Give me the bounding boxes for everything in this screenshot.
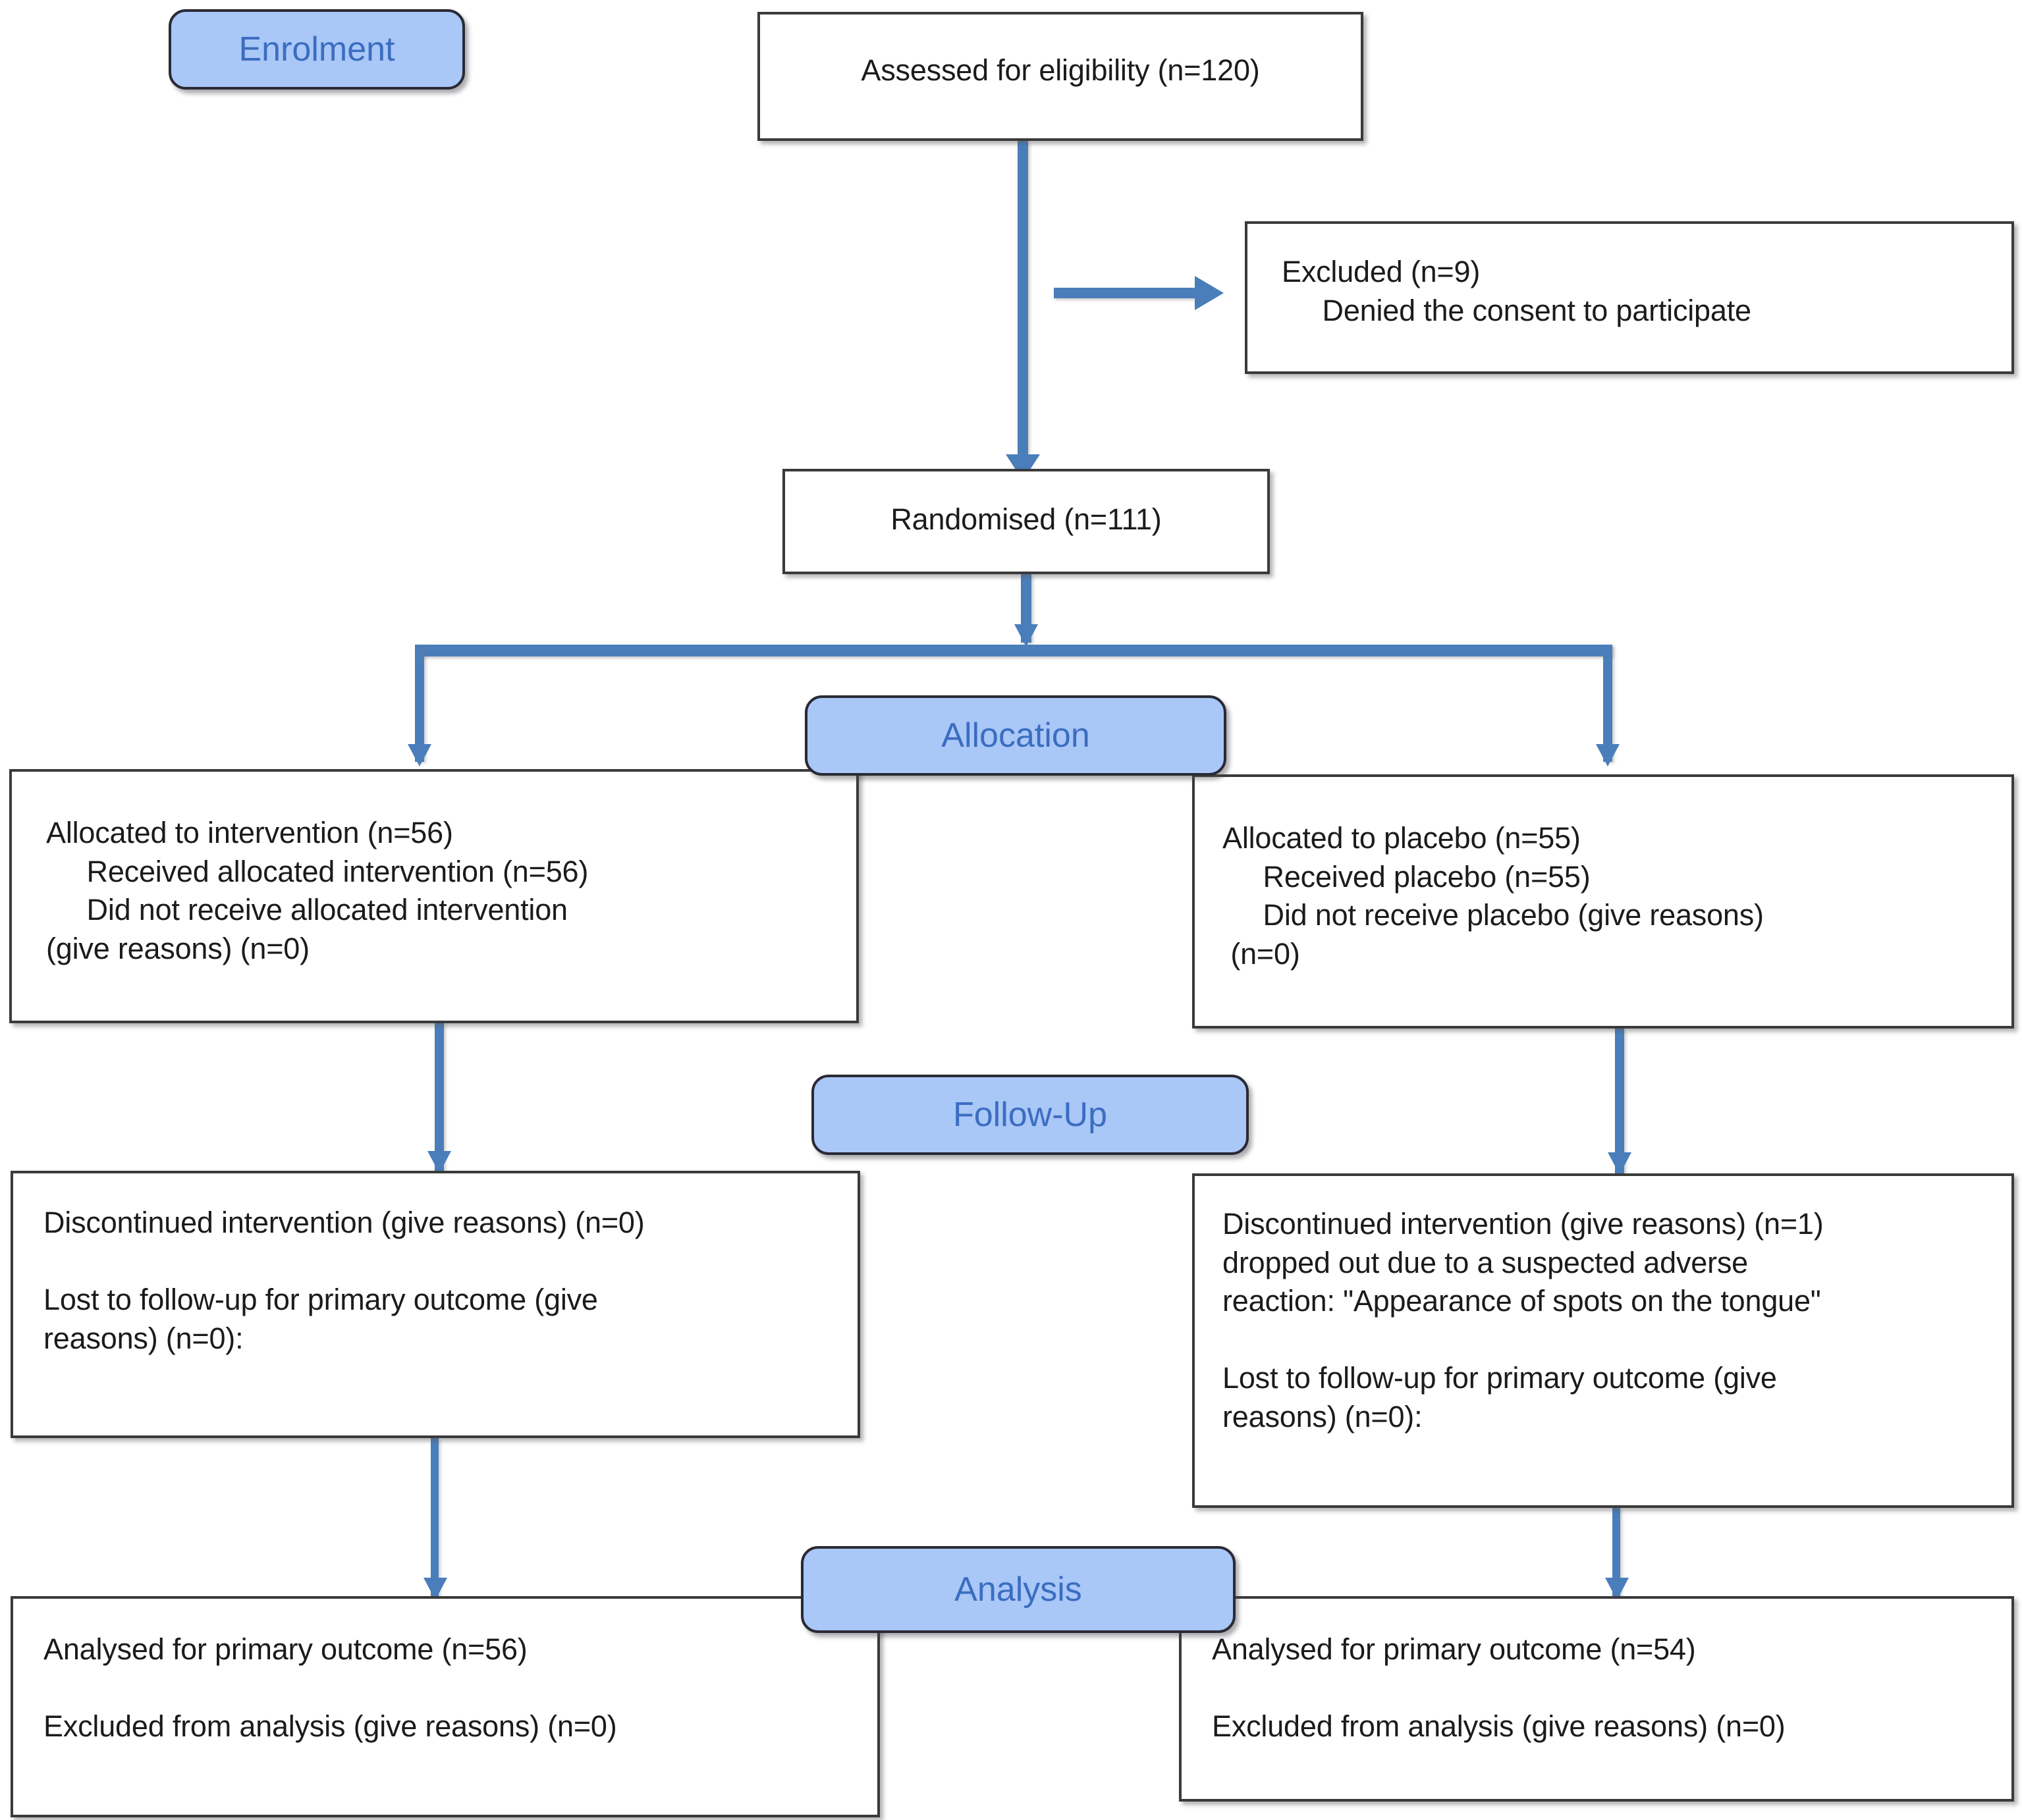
connector-split-bar bbox=[415, 645, 1612, 656]
connector-alloc-right-to-followup bbox=[1615, 1029, 1624, 1176]
arrowhead-to-excluded bbox=[1195, 276, 1224, 310]
node-allocated-placebo-text: Allocated to placebo (n=55) Received pla… bbox=[1222, 821, 1764, 971]
node-randomised-text: Randomised (n=111) bbox=[890, 502, 1162, 536]
arrowhead-alloc-right-to-followup bbox=[1608, 1152, 1631, 1175]
node-followup-placebo: Discontinued intervention (give reasons)… bbox=[1192, 1173, 2014, 1508]
node-allocated-intervention-text: Allocated to intervention (n=56) Receive… bbox=[46, 816, 589, 965]
node-followup-placebo-text: Discontinued intervention (give reasons)… bbox=[1222, 1207, 1824, 1433]
node-excluded: Excluded (n=9) Denied the consent to par… bbox=[1245, 221, 2014, 374]
arrowhead-split-right bbox=[1596, 744, 1620, 766]
node-excluded-text: Excluded (n=9) Denied the consent to par… bbox=[1282, 255, 1751, 327]
stage-label-followup: Follow-Up bbox=[811, 1075, 1249, 1155]
node-analysis-intervention-text: Analysed for primary outcome (n=56) Excl… bbox=[43, 1632, 617, 1743]
stage-label-analysis-text: Analysis bbox=[954, 1570, 1082, 1609]
stage-label-allocation-text: Allocation bbox=[941, 716, 1090, 755]
node-randomised: Randomised (n=111) bbox=[782, 469, 1270, 574]
connector-to-excluded bbox=[1054, 288, 1199, 298]
node-followup-intervention: Discontinued intervention (give reasons)… bbox=[11, 1171, 860, 1438]
node-followup-intervention-text: Discontinued intervention (give reasons)… bbox=[43, 1206, 645, 1355]
connector-alloc-left-to-followup bbox=[435, 1023, 444, 1175]
connector-split-left-leg bbox=[415, 645, 424, 762]
arrowhead-alloc-left-to-followup bbox=[427, 1151, 451, 1173]
node-assessed-for-eligibility-text: Assessed for eligibility (n=120) bbox=[861, 53, 1260, 87]
node-analysis-placebo: Analysed for primary outcome (n=54) Excl… bbox=[1179, 1596, 2014, 1802]
node-analysis-intervention: Analysed for primary outcome (n=56) Excl… bbox=[11, 1596, 880, 1817]
connector-followup-left-to-analysis bbox=[431, 1438, 439, 1601]
arrowhead-randomised-to-split bbox=[1014, 624, 1038, 647]
stage-label-analysis: Analysis bbox=[801, 1546, 1236, 1633]
node-allocated-intervention: Allocated to intervention (n=56) Receive… bbox=[9, 769, 859, 1023]
arrowhead-split-left bbox=[408, 744, 431, 766]
connector-assessed-to-randomised bbox=[1018, 141, 1028, 464]
stage-label-allocation: Allocation bbox=[805, 695, 1226, 776]
connector-split-right-leg bbox=[1603, 645, 1612, 762]
node-assessed-for-eligibility: Assessed for eligibility (n=120) bbox=[757, 12, 1363, 141]
node-allocated-placebo: Allocated to placebo (n=55) Received pla… bbox=[1192, 774, 2014, 1029]
stage-label-followup-text: Follow-Up bbox=[952, 1096, 1108, 1134]
node-analysis-placebo-text: Analysed for primary outcome (n=54) Excl… bbox=[1212, 1632, 1786, 1743]
stage-label-enrolment-text: Enrolment bbox=[238, 30, 395, 68]
stage-label-enrolment: Enrolment bbox=[169, 9, 465, 90]
